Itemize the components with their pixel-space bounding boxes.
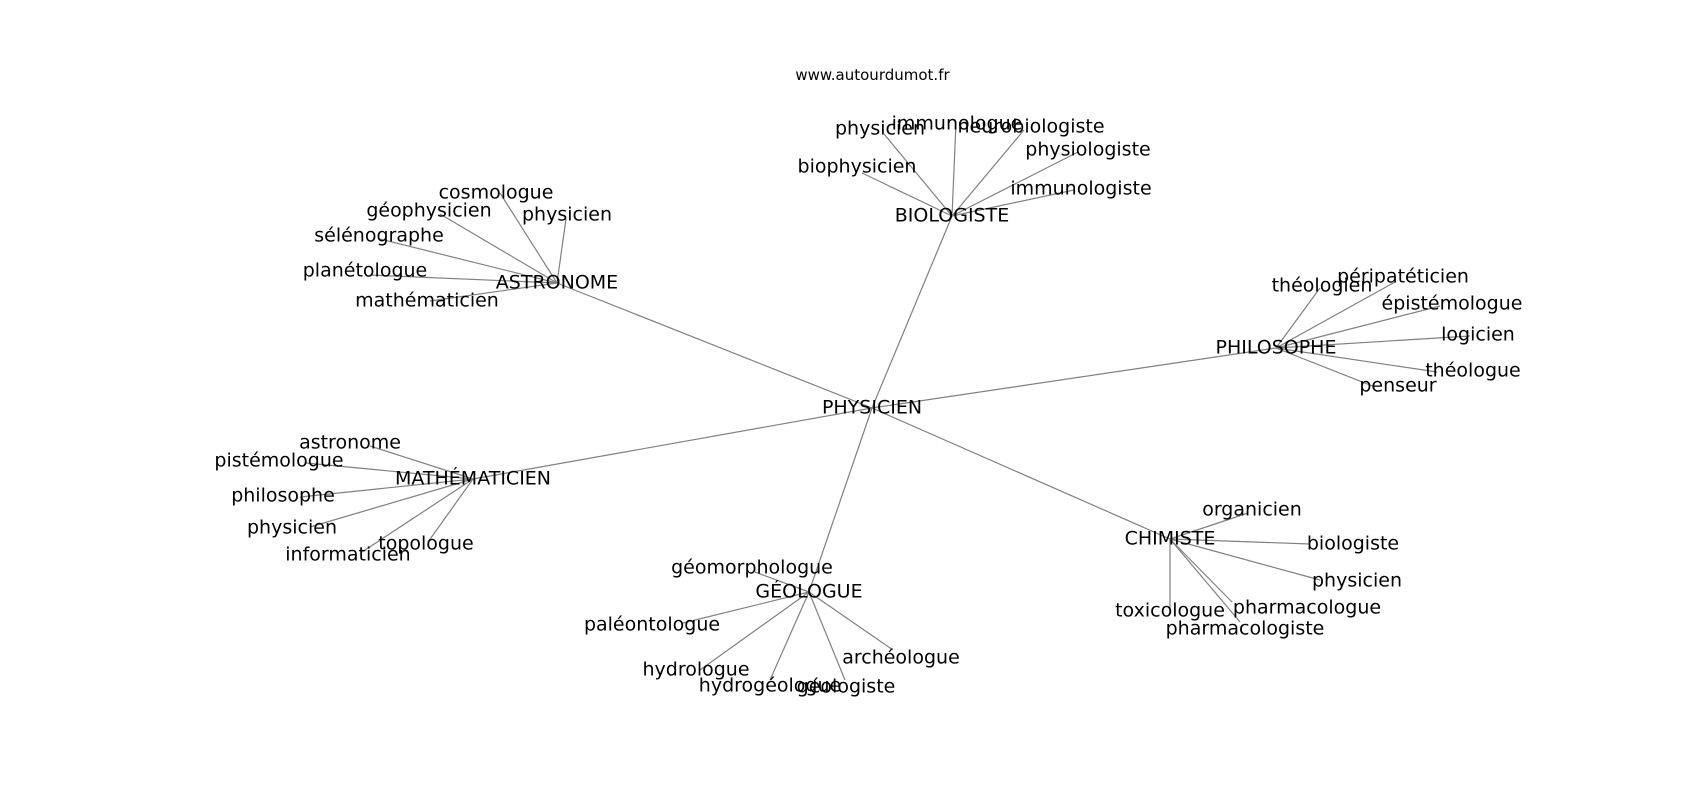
leaf-node-label[interactable]: physiologiste [1025,139,1150,161]
edge-biologiste-leaf [861,172,953,217]
edge-root-biologiste [871,215,953,409]
leaf-node-label[interactable]: philosophe [231,485,335,507]
leaf-node-label[interactable]: cosmologue [439,182,554,204]
hub-node-astronome[interactable]: ASTRONOME [496,272,618,294]
leaf-node-label[interactable]: archéologue [842,647,960,669]
leaf-node-label[interactable]: épistémologue [1382,293,1523,315]
edge-biologiste-leaf [883,133,953,217]
leaf-node-label[interactable]: immunologiste [1010,178,1151,200]
leaf-node-label[interactable]: astronome [299,432,401,454]
leaf-node-label[interactable]: pistémologue [214,450,343,472]
edge-mathematicien-leaf [427,478,474,543]
leaf-node-label[interactable]: logicien [1441,324,1515,346]
edge-philosophe-leaf [1275,305,1441,349]
leaf-node-label[interactable]: physicien [835,118,925,140]
edge-geologue-leaf [808,591,894,651]
edge-geologue-leaf [769,591,810,681]
leaf-node-label[interactable]: organicien [1202,499,1302,521]
root-node-label[interactable]: PHYSICIEN [822,397,922,419]
edge-astronome-leaf [429,282,558,302]
edge-mathematicien-leaf [299,478,474,498]
leaf-node-label[interactable]: péripatéticien [1337,266,1469,288]
leaf-node-label[interactable]: mathématicien [355,290,499,312]
leaf-node-label[interactable]: physicien [522,204,612,226]
leaf-node-label[interactable]: topologue [378,533,473,555]
leaf-node-label[interactable]: pharmacologue [1233,597,1381,619]
edge-chimiste-leaf [1169,512,1249,540]
edge-geologue-leaf [754,571,810,593]
hub-node-biologiste[interactable]: BIOLOGISTE [895,205,1009,227]
hub-node-chimiste[interactable]: CHIMISTE [1125,528,1216,550]
edge-astronome-leaf [379,238,558,284]
edge-root-philosophe [871,347,1277,409]
leaf-node-label[interactable]: biologiste [1307,533,1399,555]
edge-chimiste-leaf [1169,538,1311,545]
edge-philosophe-leaf [1275,347,1376,388]
edge-chimiste-leaf [1169,538,1233,603]
edge-astronome-leaf [369,274,558,284]
leaf-node-label[interactable]: physicien [1312,570,1402,592]
leaf-node-label[interactable]: géologiste [797,676,896,698]
leaf-node-label[interactable]: géomorphologue [671,557,833,579]
edge-mathematicien-leaf [309,478,474,528]
hub-node-philosophe[interactable]: PHILOSOPHE [1216,337,1337,359]
graph-labels: PHYSICIENBIOLOGISTEphysicienimmunologuen… [214,113,1522,698]
edge-mathematicien-leaf [369,445,474,480]
leaf-node-label[interactable]: pharmacologiste [1166,618,1325,640]
edge-astronome-leaf [439,213,558,284]
edge-philosophe-leaf [1275,335,1471,349]
leaf-node-label[interactable]: hydrogéologue [699,675,841,697]
leaf-node-label[interactable]: paléontologue [584,614,720,636]
edge-biologiste-leaf [951,151,1079,217]
leaf-node-label[interactable]: géophysicien [366,200,491,222]
hub-node-mathematicien[interactable]: MATHÉMATICIEN [395,467,551,490]
leaf-node-label[interactable]: informaticien [285,544,410,566]
edge-root-geologue [808,407,873,593]
edge-philosophe-leaf [1275,287,1321,349]
edge-biologiste-leaf [951,189,1075,217]
edge-geologue-leaf [808,591,846,681]
edge-chimiste-leaf [1169,538,1241,623]
edge-root-chimiste [871,407,1171,540]
leaf-node-label[interactable]: biophysicien [798,156,917,178]
site-url[interactable]: www.autourdumot.fr [795,66,950,84]
edge-biologiste-leaf [951,122,957,217]
edge-geologue-leaf [682,591,810,624]
edge-biologiste-leaf [951,129,1025,217]
edge-astronome-leaf [499,192,558,284]
edge-mathematicien-leaf [361,478,474,553]
edge-philosophe-leaf [1275,347,1438,373]
leaf-node-label[interactable]: hydrologue [642,659,749,681]
edge-geologue-leaf [699,591,810,671]
leaf-node-label[interactable]: immunologue [892,113,1023,135]
leaf-node-label[interactable]: physicien [247,517,337,539]
edge-philosophe-leaf [1275,281,1396,349]
hub-node-geologue[interactable]: GÉOLOGUE [755,580,862,603]
edge-astronome-leaf [556,218,567,284]
leaf-node-label[interactable]: penseur [1359,375,1436,397]
graph-edges [299,122,1471,681]
leaf-node-label[interactable]: toxicologue [1115,600,1225,622]
edge-root-mathematicien [472,407,873,480]
leaf-node-label[interactable]: planétologue [303,260,427,282]
edge-chimiste-leaf [1169,538,1321,581]
edge-root-astronome [556,282,873,409]
edge-mathematicien-leaf [305,462,474,480]
leaf-node-label[interactable]: théologien [1272,275,1373,297]
leaf-node-label[interactable]: sélénographe [314,225,444,247]
leaf-node-label[interactable]: théologue [1425,360,1521,382]
leaf-node-label[interactable]: neurobiologiste [957,116,1104,138]
